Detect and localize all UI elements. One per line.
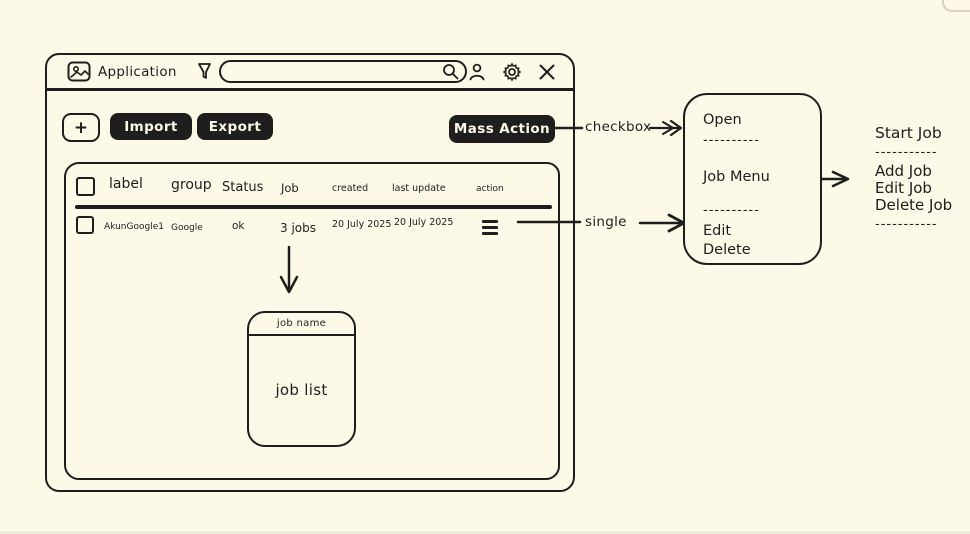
submenu-separator: ----------- (875, 145, 938, 160)
select-all-checkbox[interactable] (76, 177, 95, 196)
menu-item-job-menu[interactable]: Job Menu (703, 169, 770, 185)
menu-item-delete[interactable]: Delete (703, 242, 751, 258)
submenu-item-edit-job[interactable]: Edit Job (875, 179, 932, 197)
row-checkbox[interactable] (76, 216, 94, 234)
search-input[interactable] (220, 64, 442, 79)
submenu-item-delete-job[interactable]: Delete Job (875, 196, 953, 214)
filter-funnel-icon[interactable] (197, 62, 212, 81)
column-header-last-update: last update (392, 183, 446, 194)
menu-separator: ---------- (703, 203, 760, 218)
canvas-edge (0, 531, 970, 534)
import-button[interactable]: Import (110, 113, 192, 140)
menu-item-edit[interactable]: Edit (703, 223, 732, 239)
job-popup-body: job list (275, 381, 328, 399)
search-icon (443, 64, 459, 80)
titlebar-actions (467, 62, 557, 82)
row-action-hamburger-icon[interactable] (482, 220, 498, 238)
annotation-checkbox-label: checkbox (585, 119, 652, 135)
row-cell-label: AkunGoogle1 (104, 222, 164, 232)
row-cell-created: 20 July 2025 (332, 219, 392, 230)
export-button[interactable]: Export (197, 113, 273, 140)
column-header-label: label (109, 176, 143, 192)
context-menu: Open ---------- Job Menu ---------- Edit… (683, 93, 822, 265)
submenu-item-start-job[interactable]: Start Job (875, 124, 942, 142)
column-header-created: created (332, 183, 369, 194)
row-cell-last-update: 20 July 2025 (394, 217, 454, 228)
user-icon[interactable] (467, 62, 487, 82)
column-header-status: Status (222, 180, 264, 195)
titlebar: Application (47, 55, 573, 91)
app-image-icon (67, 61, 91, 82)
job-popup-title: job name (249, 313, 354, 336)
column-header-group: group (171, 177, 212, 193)
annotation-single-label: single (585, 214, 627, 230)
submenu-item-add-job[interactable]: Add Job (875, 162, 932, 180)
header-divider (75, 205, 552, 209)
menu-item-open[interactable]: Open (703, 112, 742, 128)
add-button[interactable]: + (62, 113, 100, 142)
job-popup: job name job list (247, 311, 356, 447)
close-icon[interactable] (537, 62, 557, 82)
mass-action-button[interactable]: Mass Action (449, 115, 555, 143)
offscreen-frame-corner (942, 0, 970, 12)
app-title: Application (98, 63, 177, 80)
application-window: Application (45, 53, 575, 492)
submenu-separator: ----------- (875, 217, 938, 232)
row-cell-group: Google (171, 223, 203, 233)
gear-icon[interactable] (502, 62, 522, 82)
accounts-table: label group Status Job created last upda… (64, 162, 560, 480)
column-header-job: Job (281, 181, 299, 195)
row-cell-job: 3 jobs (280, 221, 316, 235)
row-cell-status: ok (232, 220, 245, 232)
search-box[interactable] (218, 60, 467, 83)
menu-separator: ---------- (703, 133, 760, 148)
column-header-action: action (476, 184, 504, 194)
